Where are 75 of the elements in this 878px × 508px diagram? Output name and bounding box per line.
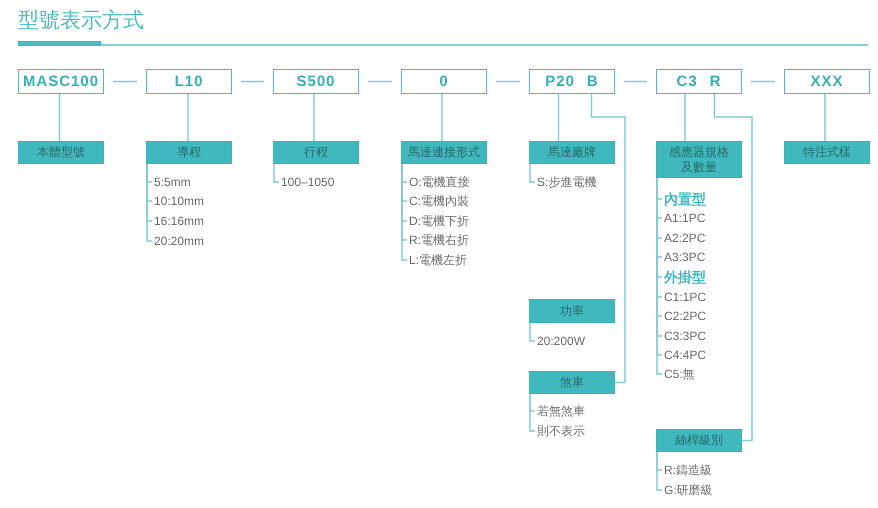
connector-line bbox=[624, 80, 647, 82]
category-header: 導程 bbox=[146, 141, 232, 164]
option-text: 100–1050 bbox=[279, 174, 334, 190]
category-header: 絲桿級別 bbox=[656, 429, 742, 452]
option-text: C4:4PC bbox=[662, 347, 706, 363]
model-code: P20 bbox=[545, 72, 575, 90]
option-text: G:研磨級 bbox=[662, 482, 713, 498]
option-text: 20:20mm bbox=[152, 233, 204, 249]
connector-line bbox=[656, 452, 662, 491]
category-header: 煞車 bbox=[529, 371, 615, 394]
connector-line bbox=[751, 80, 775, 82]
code-box bbox=[273, 69, 359, 94]
code-box bbox=[529, 69, 615, 94]
connector-line bbox=[684, 94, 686, 141]
option-text: 若無煞車 bbox=[535, 403, 585, 419]
connector-line bbox=[113, 80, 137, 82]
option-text: C:電機內裝 bbox=[407, 193, 469, 209]
category-header: 本體型號 bbox=[18, 141, 104, 164]
option-text: R:電機右折 bbox=[407, 232, 469, 248]
code-box bbox=[656, 69, 742, 94]
category-header: 特注式樣 bbox=[784, 141, 870, 164]
option-text: 20:200W bbox=[535, 333, 586, 349]
option-text: A1:1PC bbox=[662, 210, 706, 226]
connector-line bbox=[187, 94, 189, 141]
connector-line bbox=[441, 94, 443, 141]
option-text: C5:無 bbox=[662, 366, 695, 382]
connector-line bbox=[558, 94, 560, 141]
option-text: 則不表示 bbox=[535, 423, 585, 439]
category-header: 感應器規格及數量 bbox=[656, 141, 742, 178]
option-text: C2:2PC bbox=[662, 308, 706, 324]
group-heading: 外掛型 bbox=[662, 268, 706, 286]
code-box bbox=[401, 69, 487, 94]
model-code: R bbox=[710, 72, 722, 90]
option-text: A2:2PC bbox=[662, 230, 706, 246]
code-box bbox=[18, 69, 104, 94]
connector-line bbox=[313, 94, 315, 141]
option-text: C3:3PC bbox=[662, 328, 706, 344]
option-text: 5:5mm bbox=[152, 174, 191, 190]
model-code: L10 bbox=[174, 72, 204, 90]
connector-line bbox=[368, 80, 392, 82]
model-code: C3 bbox=[676, 72, 698, 90]
model-code: S500 bbox=[296, 72, 336, 90]
model-code: XXX bbox=[810, 72, 844, 90]
connector-line bbox=[58, 94, 60, 141]
connector-line bbox=[273, 164, 279, 183]
option-text: 10:10mm bbox=[152, 193, 204, 209]
connector-line bbox=[529, 323, 535, 342]
option-text: S:步進電機 bbox=[535, 174, 596, 190]
model-code: 0 bbox=[439, 72, 449, 90]
option-text: L:電機左折 bbox=[407, 252, 468, 268]
option-text: 16:16mm bbox=[152, 213, 204, 229]
category-header: 馬達連接形式 bbox=[401, 141, 487, 164]
option-text: C1:1PC bbox=[662, 289, 706, 305]
option-text: R:鑄造級 bbox=[662, 462, 712, 478]
connector-line bbox=[590, 94, 626, 384]
connector-line bbox=[824, 94, 826, 141]
connector-line bbox=[714, 94, 753, 442]
group-heading: 內置型 bbox=[662, 190, 706, 208]
connector-line bbox=[496, 80, 520, 82]
category-header: 馬達廠牌 bbox=[529, 141, 615, 164]
model-code: B bbox=[586, 72, 599, 90]
connector-line bbox=[529, 394, 535, 432]
connector-line bbox=[401, 164, 407, 261]
code-box bbox=[146, 69, 232, 94]
category-header: 行程 bbox=[273, 141, 359, 164]
code-box bbox=[784, 69, 870, 94]
connector-line bbox=[146, 164, 152, 242]
option-text: D:電機下折 bbox=[407, 213, 469, 229]
category-header: 功率 bbox=[529, 299, 615, 323]
option-text: O:電機直接 bbox=[407, 174, 470, 190]
option-text: A3:3PC bbox=[662, 249, 706, 265]
connector-line bbox=[241, 80, 264, 82]
page-title: 型號表示方式 bbox=[18, 9, 144, 33]
model-code: MASC100 bbox=[22, 72, 100, 90]
connector-line bbox=[529, 164, 535, 183]
